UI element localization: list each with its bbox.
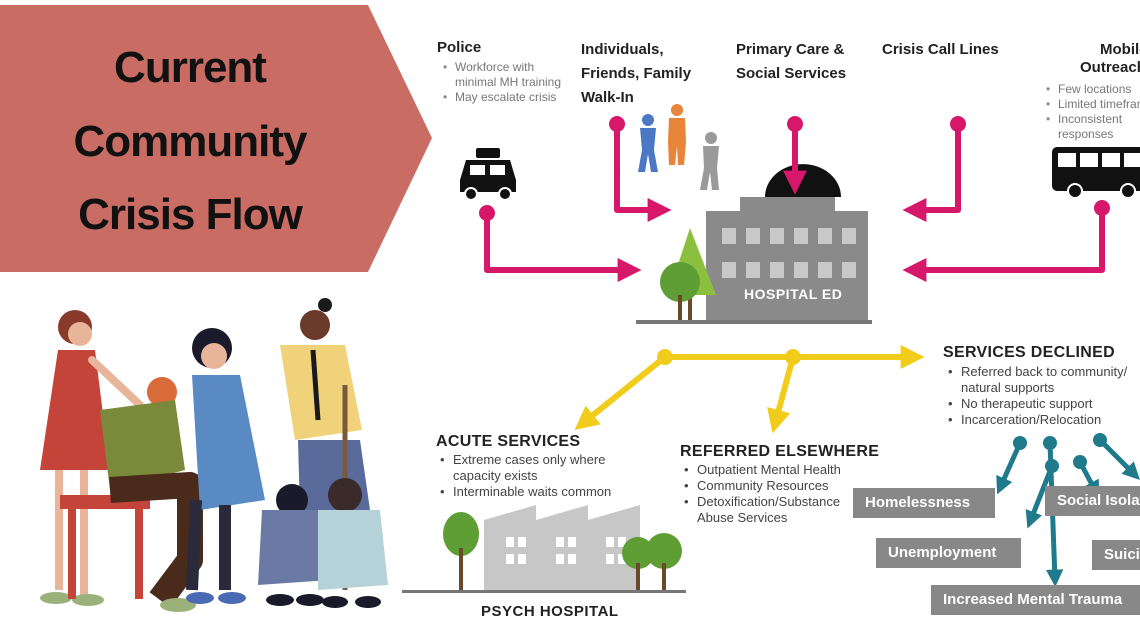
hospital-ed-label: HOSPITAL ED xyxy=(744,286,843,302)
mobile-title-1: Mobile xyxy=(1100,41,1140,58)
individuals-arrow xyxy=(614,124,672,222)
outcome-homelessness: Homelessness xyxy=(853,488,995,518)
services-declined-title: SERVICES DECLINED xyxy=(943,344,1115,361)
police-title: Police xyxy=(437,39,482,56)
mobile-arrow xyxy=(902,208,1105,282)
individuals-title: Individuals, Friends, Family Walk-In xyxy=(581,38,691,110)
inflow-arrows xyxy=(484,124,1105,282)
outflow-arrows xyxy=(574,345,925,434)
referred-arrow xyxy=(767,356,796,434)
bus-icon xyxy=(1052,147,1140,199)
referred-bullet: Outpatient Mental Health xyxy=(684,462,872,478)
outcome-increased-mental-trauma: Increased Mental Trauma xyxy=(931,585,1140,615)
psych-hospital-label: PSYCH HOSPITAL xyxy=(481,603,619,620)
crisis-lines-arrow xyxy=(902,124,961,222)
title-line-2: Community xyxy=(73,117,308,166)
individuals-title-line: Walk-In xyxy=(581,89,634,106)
acute-arrow xyxy=(574,354,667,431)
outcome-suicide: Suicide xyxy=(1092,540,1140,570)
mobile-title-2: Outreach xyxy=(1080,59,1140,76)
acute-services-bullets: Extreme cases only where capacity exists… xyxy=(438,452,643,500)
referred-elsewhere-title: REFERRED ELSEWHERE xyxy=(680,443,880,460)
crisis-lines-title: Crisis Call Lines xyxy=(882,41,999,58)
outcome-social-isolation: Social Isolation xyxy=(1045,486,1140,516)
mobile-bullet: Few locations xyxy=(1046,82,1140,97)
mobile-bullet: Inconsistent responses xyxy=(1046,112,1138,142)
declined-bullet: Incarceration/Relocation xyxy=(948,412,1140,428)
people-icon xyxy=(638,104,719,190)
factory-icon xyxy=(402,505,686,593)
primary-care-title-line: Social Services xyxy=(736,65,847,82)
declined-bullet: No therapeutic support xyxy=(948,396,1140,412)
referred-elsewhere-bullets: Outpatient Mental Health Community Resou… xyxy=(682,462,872,526)
referred-bullet: Detoxification/Substance Abuse Services xyxy=(684,494,872,526)
outflow-dots xyxy=(657,349,801,365)
primary-care-title: Primary Care & Social Services xyxy=(736,38,846,86)
police-bullets: Workforce with minimal MH training May e… xyxy=(441,60,575,105)
taxi-icon xyxy=(460,148,516,201)
individuals-title-line: Individuals, xyxy=(581,41,664,58)
outcome-unemployment: Unemployment xyxy=(876,538,1021,568)
acute-bullet: Interminable waits common xyxy=(440,484,643,500)
police-bullet: Workforce with minimal MH training xyxy=(443,60,575,90)
distressed-people-illustration xyxy=(40,298,388,612)
police-arrow xyxy=(484,213,642,282)
title-banner xyxy=(0,5,432,272)
primary-care-title-line: Primary Care & xyxy=(736,41,845,58)
acute-services-title: ACUTE SERVICES xyxy=(436,433,581,450)
declined-bullet: Referred back to community/ natural supp… xyxy=(948,364,1140,396)
services-declined-bullets: Referred back to community/ natural supp… xyxy=(946,364,1140,428)
inflow-source-dots xyxy=(479,116,1110,221)
outcome-dots xyxy=(1013,433,1107,473)
title-line-3: Crisis Flow xyxy=(78,190,303,239)
police-bullet: May escalate crisis xyxy=(443,90,575,105)
hospital-icon xyxy=(636,164,872,324)
individuals-title-line: Friends, Family xyxy=(581,65,692,82)
acute-bullet: Extreme cases only where capacity exists xyxy=(440,452,643,484)
mobile-bullet: Limited timeframe xyxy=(1046,97,1140,112)
title-line-1: Current xyxy=(114,43,267,92)
referred-bullet: Community Resources xyxy=(684,478,872,494)
mobile-bullets: Few locations Limited timeframe Inconsis… xyxy=(1044,82,1140,142)
mobile-outreach-panel: Mobile Outreach Few locations Limited ti… xyxy=(1036,0,1140,145)
